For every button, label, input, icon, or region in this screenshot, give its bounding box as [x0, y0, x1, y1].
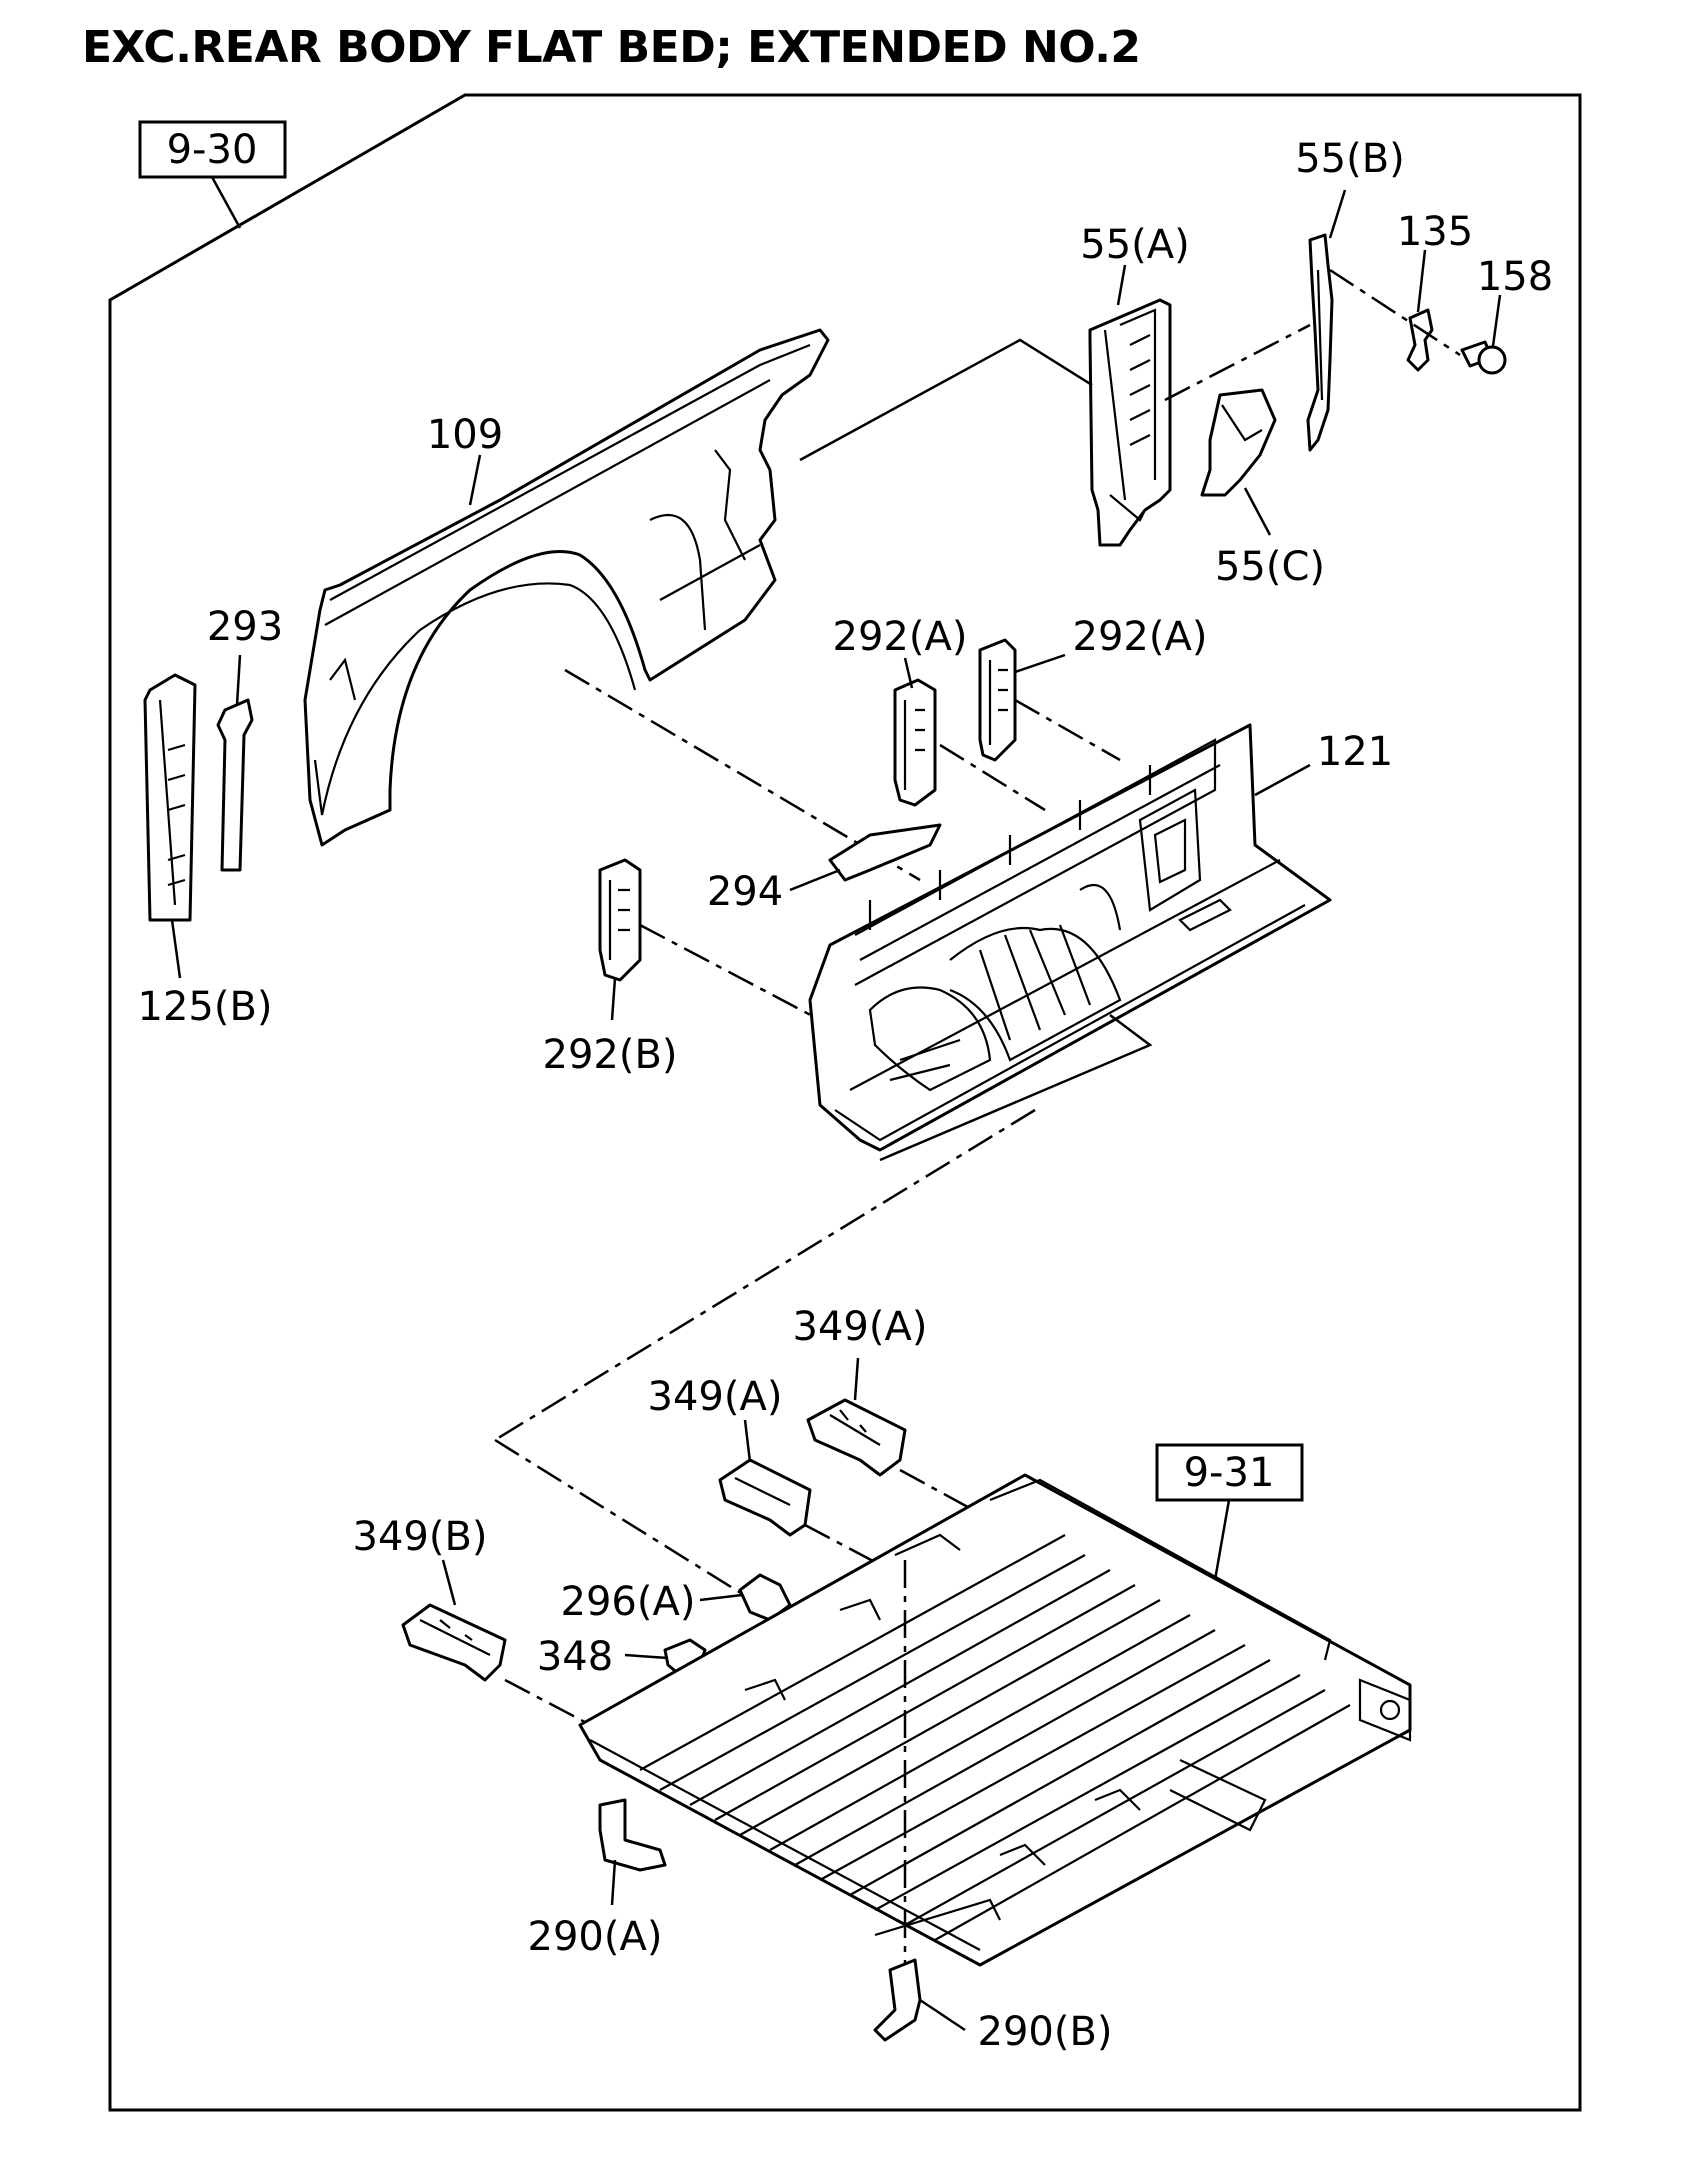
part-292a-upper-left — [893, 678, 937, 807]
page-title: EXC.REAR BODY FLAT BED; EXTENDED NO.2 — [82, 22, 1141, 73]
label-290b[interactable]: 290(B) — [978, 2009, 1113, 2055]
label-125b[interactable]: 125(B) — [138, 984, 273, 1030]
part-349a-left — [718, 1458, 812, 1537]
part-floor-deck — [578, 1473, 1412, 1967]
part-349b-bracket — [401, 1603, 507, 1682]
label-158[interactable]: 158 — [1477, 254, 1553, 300]
part-125b-pillar — [143, 673, 197, 922]
part-290b-bracket — [873, 1958, 922, 2042]
diagram-frame — [108, 93, 1582, 2112]
ref-9-31-label: 9-31 — [1184, 1450, 1275, 1496]
part-290a-bracket — [598, 1798, 667, 1872]
part-135-clip — [1406, 308, 1434, 372]
label-294[interactable]: 294 — [707, 869, 783, 915]
part-55c-gusset — [1200, 388, 1277, 497]
part-293-bracket — [216, 698, 254, 872]
label-349a-left[interactable]: 349(A) — [648, 1374, 783, 1420]
label-55c[interactable]: 55(C) — [1215, 544, 1325, 590]
label-292b[interactable]: 292(B) — [543, 1032, 678, 1078]
label-292a-left[interactable]: 292(A) — [833, 614, 968, 660]
part-349a-right — [806, 1398, 907, 1477]
label-349b[interactable]: 349(B) — [353, 1514, 488, 1560]
label-109[interactable]: 109 — [427, 412, 503, 458]
label-121[interactable]: 121 — [1317, 729, 1393, 775]
label-135[interactable]: 135 — [1397, 209, 1473, 255]
ref-box-9-30[interactable]: 9-30 — [138, 120, 287, 179]
part-292b-lower — [598, 858, 642, 982]
ref-box-9-31[interactable]: 9-31 — [1155, 1443, 1304, 1502]
part-109-side-panel — [303, 328, 830, 847]
part-121-bed-assembly — [808, 723, 1332, 1152]
part-294-bracket — [828, 823, 942, 882]
part-55a-bracket — [1088, 298, 1172, 547]
label-349a-right[interactable]: 349(A) — [793, 1304, 928, 1350]
part-55b-strip — [1306, 233, 1334, 452]
part-292a-upper-right — [978, 638, 1017, 762]
leader-109 — [468, 454, 482, 506]
label-348[interactable]: 348 — [537, 1634, 613, 1680]
label-55a[interactable]: 55(A) — [1080, 222, 1189, 268]
ref-9-30-label: 9-30 — [167, 127, 258, 173]
label-296a[interactable]: 296(A) — [561, 1579, 696, 1625]
part-296a-clip — [738, 1573, 792, 1622]
part-158-bolt — [1460, 340, 1507, 375]
label-290a[interactable]: 290(A) — [528, 1914, 663, 1960]
label-293[interactable]: 293 — [207, 604, 283, 650]
label-292a-right[interactable]: 292(A) — [1073, 614, 1208, 660]
label-55b[interactable]: 55(B) — [1295, 136, 1405, 182]
